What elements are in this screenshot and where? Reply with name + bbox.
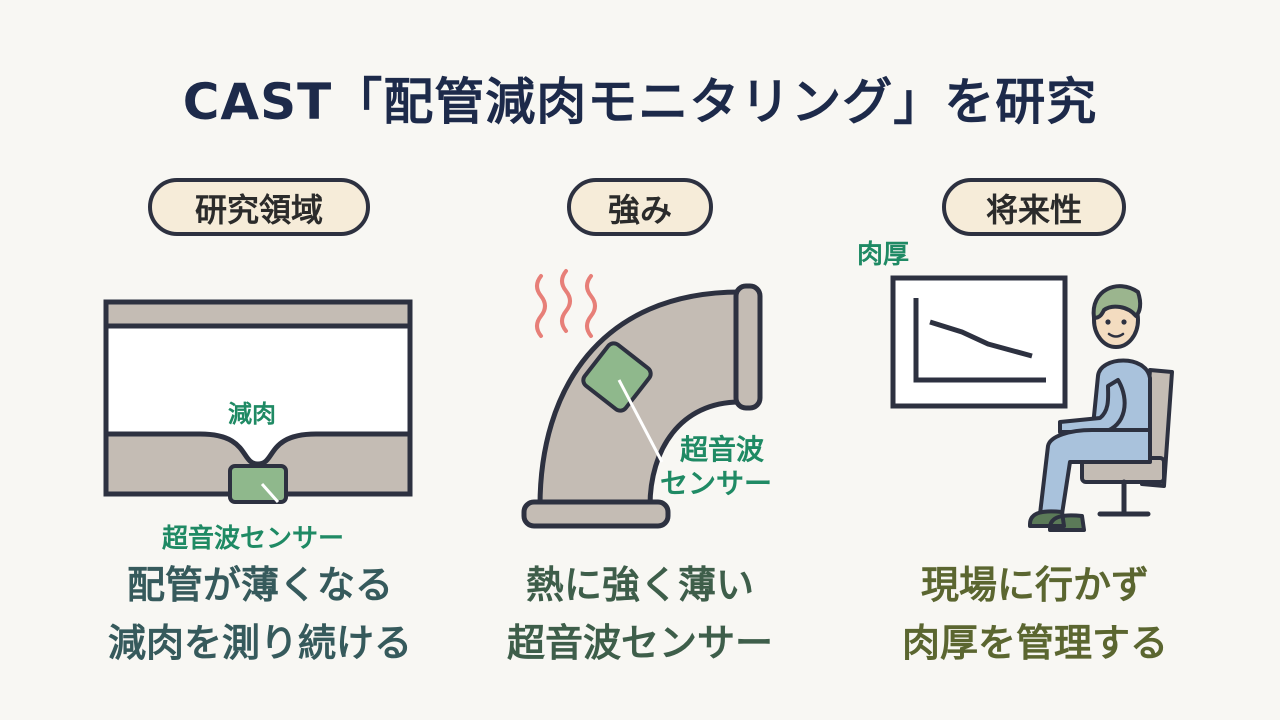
person-mouth <box>1107 332 1125 338</box>
person-eye <box>1121 319 1127 325</box>
caption-research-area: 配管が薄くなる 減肉を測り続ける <box>60 556 460 672</box>
caption-line: 配管が薄くなる <box>126 563 393 607</box>
caption-line: 現場に行かず <box>920 563 1149 607</box>
caption-future: 現場に行かず 肉厚を管理する <box>840 556 1230 672</box>
sensor-label-line1: 超音波 <box>680 433 765 466</box>
person-legs <box>1038 428 1152 516</box>
sensor-pointer-line <box>260 483 280 503</box>
sensor-pointer-line <box>617 379 664 463</box>
heading-future: 将来性 <box>942 178 1126 236</box>
sensor-label-line2: センサー <box>660 467 773 500</box>
caption-line: 減肉を測り続ける <box>107 621 412 665</box>
person-shoes <box>1028 509 1086 532</box>
heat-wave-icon <box>585 274 597 338</box>
pipe-top-wall <box>103 299 413 329</box>
chair-legs <box>1097 479 1151 517</box>
caption-line: 肉厚を管理する <box>901 621 1168 665</box>
page-title: CAST「配管減肉モニタリング」を研究 <box>182 73 1098 131</box>
thickness-trend-line <box>929 319 1033 359</box>
heading-strength: 強み <box>567 178 713 236</box>
person-hair <box>1091 284 1143 320</box>
pipe-cross-section-illustration <box>103 299 413 504</box>
caption-strength: 熱に強く薄い 超音波センサー <box>450 556 830 672</box>
pipe-flange-bottom <box>521 499 671 529</box>
person-eye <box>1105 319 1111 325</box>
monitor-chart-illustration <box>890 275 1068 409</box>
heat-wave-icon <box>560 269 572 333</box>
caption-line: 熱に強く薄い <box>525 563 754 607</box>
person-arm <box>1058 378 1127 434</box>
seated-person-illustration <box>1028 284 1174 532</box>
thinning-label: 減肉 <box>228 400 276 428</box>
elbow-pipe-illustration <box>521 269 763 529</box>
sensor-label: 超音波センサー <box>162 524 345 554</box>
sensor-block <box>581 341 653 413</box>
sensor-block <box>228 464 288 504</box>
heat-wave-icon <box>535 274 547 338</box>
caption-line: 超音波センサー <box>506 621 773 665</box>
chart-axes <box>913 298 1046 383</box>
thickness-chart-label: 肉厚 <box>857 240 910 270</box>
elbow-pipe-body <box>537 289 743 509</box>
heading-research-area: 研究領域 <box>148 178 370 236</box>
pipe-flange-right <box>733 283 763 411</box>
